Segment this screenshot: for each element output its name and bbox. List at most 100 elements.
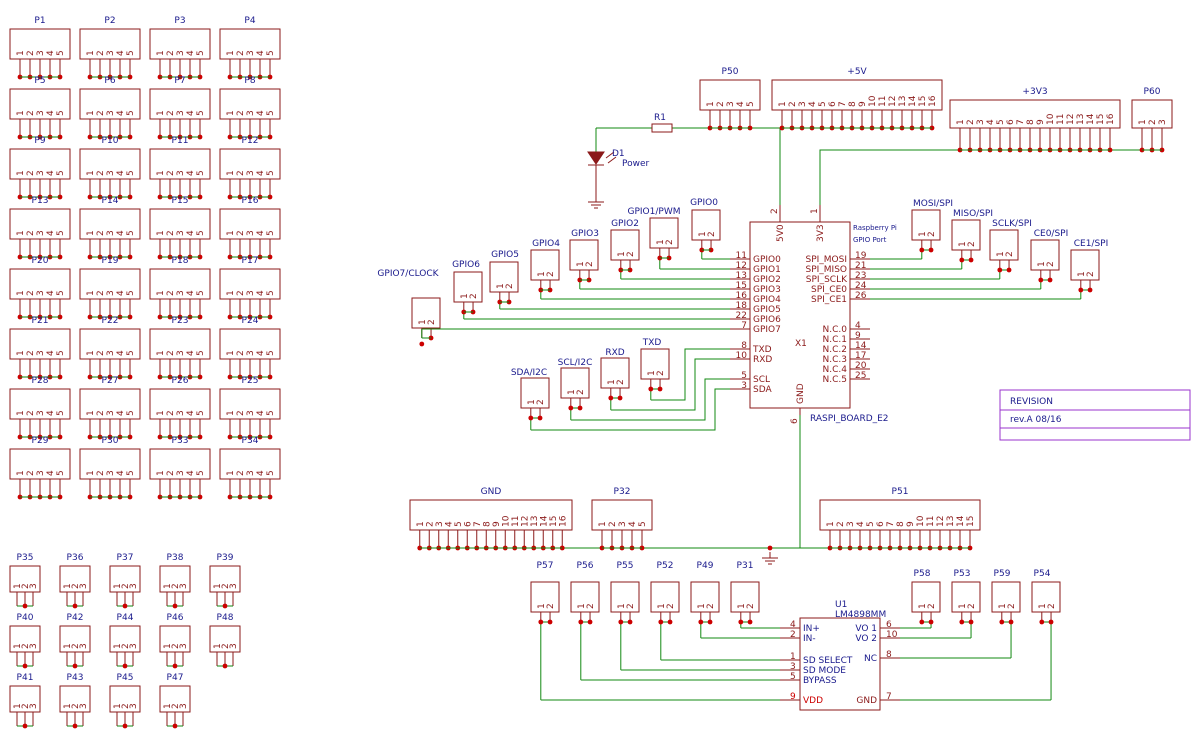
pin-name: GPIO7 xyxy=(753,325,781,335)
pin-number: 2 xyxy=(665,239,675,245)
junction-dot xyxy=(568,405,574,411)
pin-number: 10 xyxy=(886,630,898,640)
pin-number: 5 xyxy=(638,521,648,527)
pin-number: 5 xyxy=(996,119,1006,125)
junction-dot xyxy=(617,395,623,401)
pin-number: 4 xyxy=(116,230,126,236)
pin-number: 4 xyxy=(256,290,266,296)
pin-number: 1 xyxy=(213,643,223,649)
pin-number: 6 xyxy=(463,521,473,527)
header-name: GPIO3 xyxy=(571,229,599,239)
pin-number: 3 xyxy=(246,230,256,236)
resistor-r1[interactable]: R1 xyxy=(651,113,673,133)
pin-name: 5V0 xyxy=(776,224,786,242)
led-triangle xyxy=(587,151,605,165)
pin-number: 2 xyxy=(71,703,81,709)
pin-number: 2 xyxy=(26,410,36,416)
